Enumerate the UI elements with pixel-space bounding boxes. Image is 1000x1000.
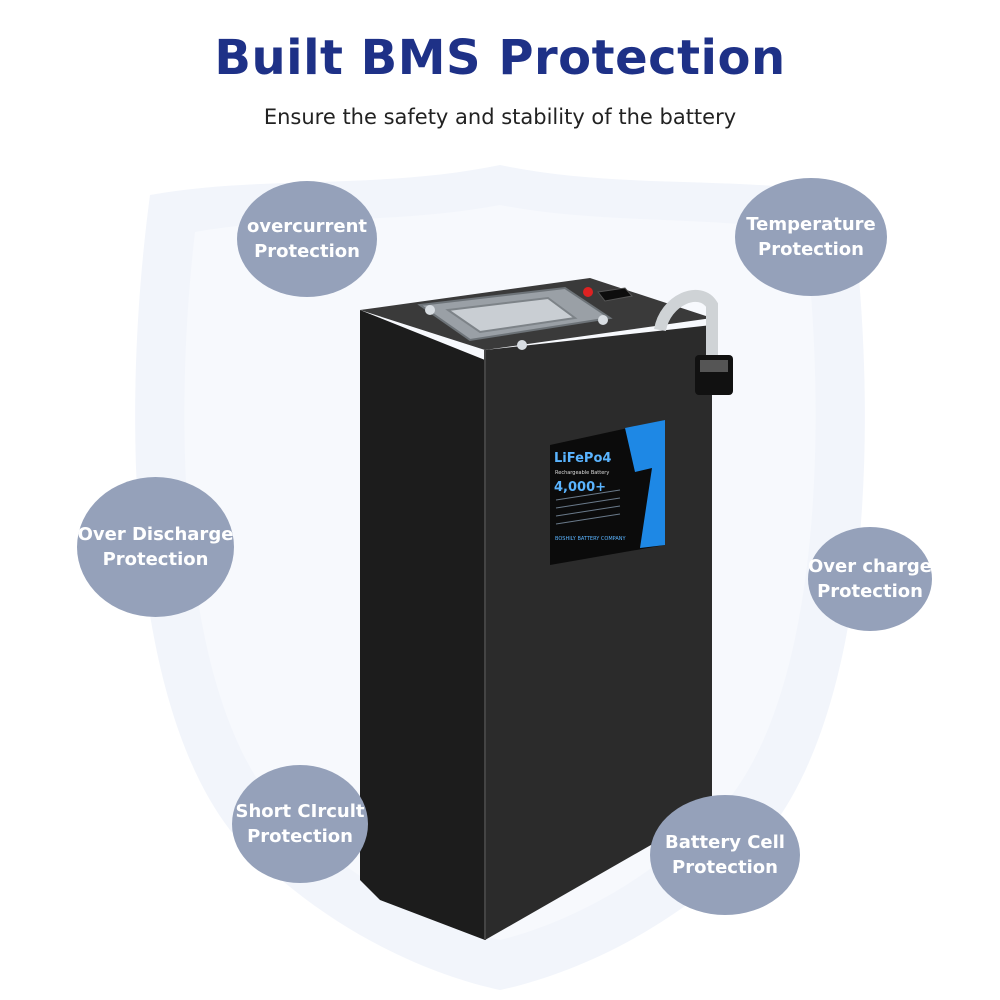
power-led [583, 287, 593, 297]
battery-label: LiFePo4 Rechargeable Battery 4,000+ BOSH… [550, 420, 665, 565]
page-title: Built BMS Protection [214, 30, 786, 86]
bubble-line2: Protection [817, 581, 923, 602]
bubble-line2: Protection [247, 826, 353, 847]
lightning-graphic [625, 420, 665, 548]
bubble-line1: Over Discharge [77, 524, 234, 545]
bubble-line1: Short CIrcult [235, 801, 365, 822]
label-tagline: Rechargeable Battery [555, 470, 609, 476]
bubble-line2: Protection [672, 857, 778, 878]
bubble-line1: Over charge [808, 556, 932, 577]
bubble-line2: Protection [254, 241, 360, 262]
label-company: BOSHILY BATTERY COMPANY [555, 536, 626, 542]
bubble-line1: Temperature [746, 214, 876, 235]
bubble-line2: Protection [758, 239, 864, 260]
label-cycles: 4,000+ [554, 480, 606, 495]
page-subtitle: Ensure the safety and stability of the b… [263, 105, 737, 129]
bubble-line1: Battery Cell [665, 832, 785, 853]
label-chemistry: LiFePo4 [554, 451, 611, 466]
bubble-line1: overcurrent [246, 216, 368, 237]
handle-grip [445, 296, 578, 334]
bubble-line2: Protection [102, 549, 209, 570]
